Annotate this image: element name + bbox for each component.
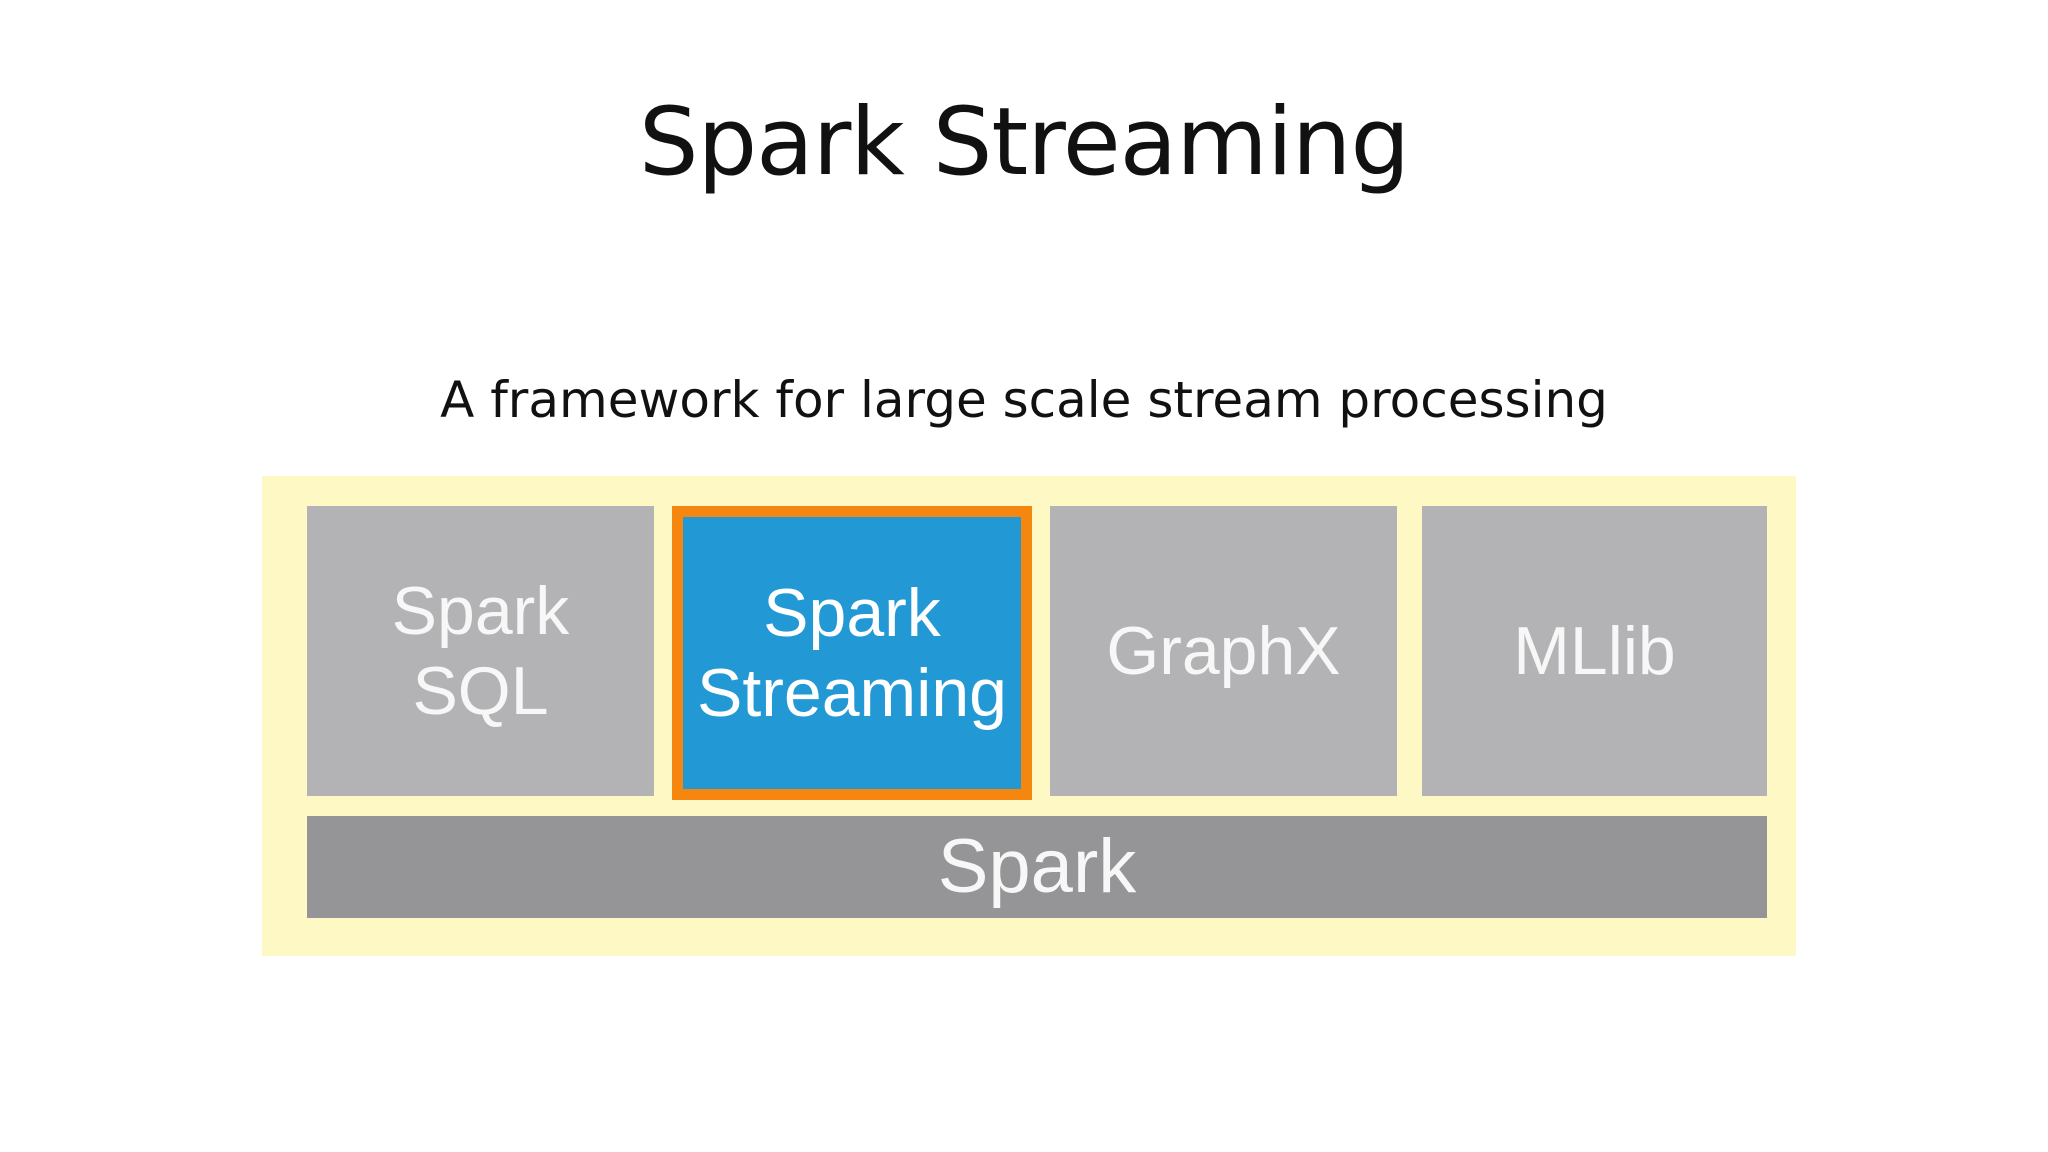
module-label: MLlib xyxy=(1513,613,1676,689)
spark-stack-diagram: Spark SQL Spark Streaming GraphX MLlib S… xyxy=(262,476,1796,956)
module-label: Spark Streaming xyxy=(697,575,1007,731)
module-spark-sql: Spark SQL xyxy=(307,506,654,796)
module-label: Spark SQL xyxy=(391,573,570,729)
module-spark-streaming: Spark Streaming xyxy=(672,506,1032,800)
slide-title: Spark Streaming xyxy=(638,88,1410,197)
module-graphx: GraphX xyxy=(1050,506,1397,796)
base-spark-core: Spark xyxy=(307,816,1767,918)
module-label: GraphX xyxy=(1106,613,1341,689)
module-mllib: MLlib xyxy=(1422,506,1767,796)
slide-subtitle: A framework for large scale stream proce… xyxy=(440,371,1608,429)
base-label: Spark xyxy=(937,824,1137,909)
